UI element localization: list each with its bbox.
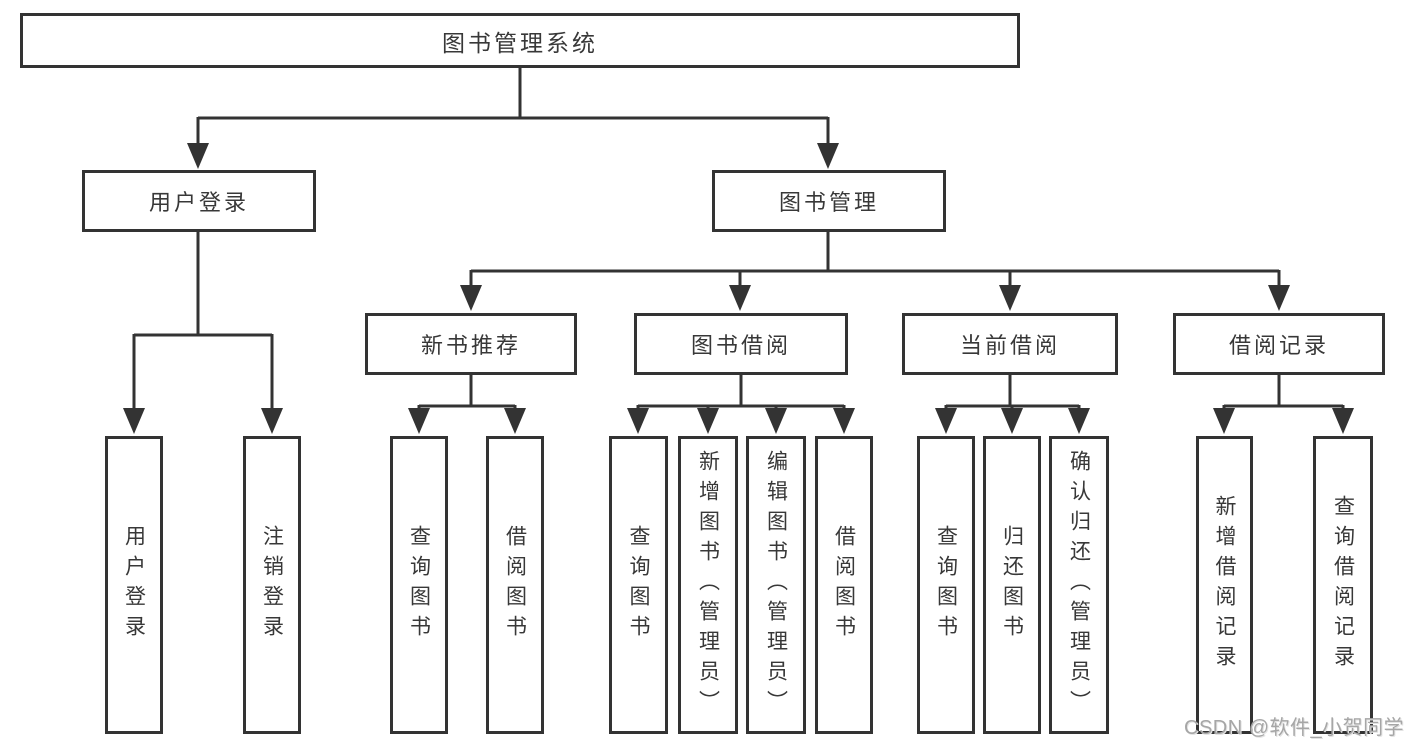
- leaf-borrow-add-books-admin: 新增图书（管理员）: [678, 436, 738, 734]
- leaf-borrow-borrow-books: 借阅图书: [815, 436, 873, 734]
- watermark: CSDN @软件_小贺同学: [1184, 717, 1405, 739]
- leaf-records-add-record: 新增借阅记录: [1196, 436, 1253, 734]
- leaf-logout: 注销登录: [243, 436, 301, 734]
- leaf-user-login: 用户登录: [105, 436, 163, 734]
- leaf-borrow-query-books: 查询图书: [609, 436, 668, 734]
- leaf-current-query-books: 查询图书: [917, 436, 975, 734]
- node-borrow-records: 借阅记录: [1173, 313, 1385, 375]
- leaf-borrow-edit-books-admin: 编辑图书（管理员）: [746, 436, 806, 734]
- node-root: 图书管理系统: [20, 13, 1020, 68]
- leaf-recommend-borrow-books: 借阅图书: [486, 436, 544, 734]
- leaf-records-query-record: 查询借阅记录: [1313, 436, 1373, 734]
- node-book-management: 图书管理: [712, 170, 946, 232]
- node-current-borrow: 当前借阅: [902, 313, 1118, 375]
- node-user-login: 用户登录: [82, 170, 316, 232]
- leaf-current-confirm-return-admin: 确认归还（管理员）: [1049, 436, 1109, 734]
- node-book-borrow: 图书借阅: [634, 313, 848, 375]
- leaf-recommend-query-books: 查询图书: [390, 436, 448, 734]
- leaf-current-return-books: 归还图书: [983, 436, 1041, 734]
- node-new-book-recommend: 新书推荐: [365, 313, 577, 375]
